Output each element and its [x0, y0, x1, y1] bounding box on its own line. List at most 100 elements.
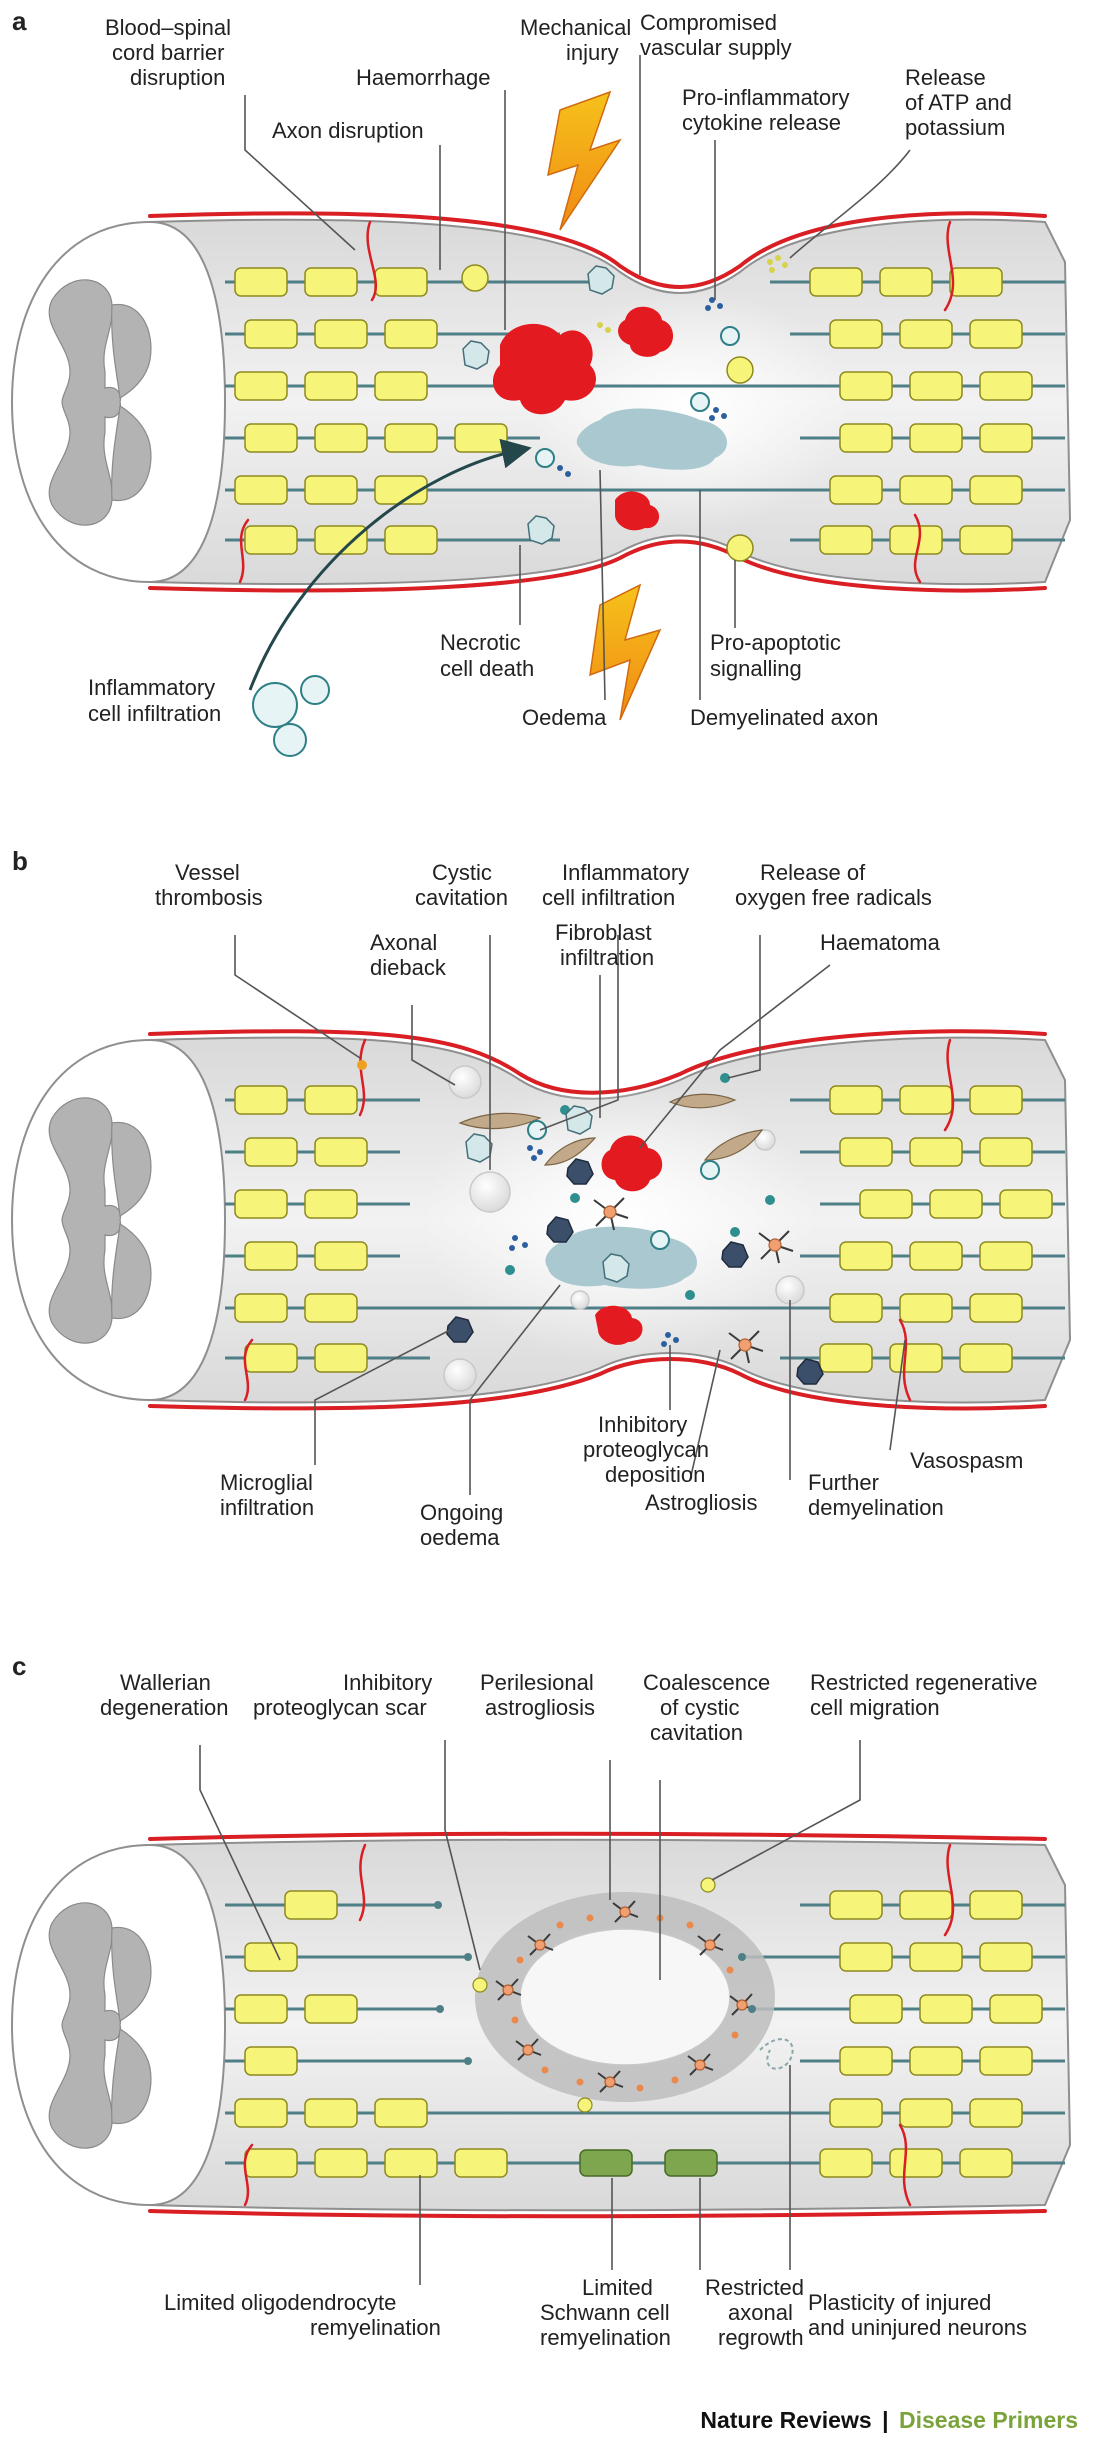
label-perilesional: Perilesional [480, 1670, 594, 1695]
label-pro-apoptotic: Pro-apoptotic [710, 630, 841, 655]
label-astrogliosis-c: astrogliosis [485, 1695, 595, 1720]
label-restricted: Restricted [705, 2275, 804, 2300]
label-axon-disruption: Axon disruption [272, 118, 424, 143]
cytokine-cell [535, 448, 555, 468]
leader-line [199, 1745, 281, 1961]
label-thrombosis: thrombosis [155, 885, 263, 910]
vessel-branch [243, 2143, 254, 2207]
label-uninjured-neurons: and uninjured neurons [808, 2315, 1027, 2340]
leader-line [411, 1005, 456, 1086]
label-inhibitory-c: Inhibitory [343, 1670, 432, 1695]
vessel-branch [898, 1318, 912, 1402]
leader-line [244, 95, 356, 251]
label-inflammatory: Inflammatory [88, 675, 215, 700]
grey-matter-dorsal-horn [111, 1926, 152, 2022]
grey-matter-ventral-horn [111, 1223, 152, 1320]
lightning-icon [547, 90, 622, 231]
cyst [469, 1171, 511, 1213]
vessel-branch [913, 513, 922, 584]
label-axonal: Axonal [370, 930, 437, 955]
label-restricted-regenerative: Restricted regenerative [810, 1670, 1037, 1695]
myelin-sheaths-left [234, 267, 508, 555]
label-of-atp: of ATP and [905, 90, 1012, 115]
panel-a: a [10, 6, 1072, 757]
label-limited-oligodendrocyte: Limited oligodendrocyte [164, 2290, 396, 2315]
inflammatory-cell [527, 1120, 547, 1140]
label-microglial-infiltration: infiltration [220, 1495, 314, 1520]
microglial-cell [446, 1316, 474, 1343]
vessel-branch [243, 1338, 254, 1402]
label-regrowth: regrowth [718, 2325, 804, 2350]
apoptotic-cell [461, 264, 489, 292]
inflammatory-cell [273, 723, 307, 757]
infiltration-arrow [248, 438, 532, 691]
vessel-branch [366, 220, 378, 302]
journal-name: Nature Reviews [700, 2407, 871, 2433]
oedema-area [576, 408, 727, 470]
leader-line [889, 1339, 906, 1451]
journal-credit: Nature Reviews | Disease Primers [700, 2407, 1078, 2433]
fibroblast [543, 1137, 597, 1166]
sprouting-axon [759, 2038, 794, 2070]
label-mechanical: Mechanical [520, 15, 631, 40]
label-proteoglycan-scar: proteoglycan scar [253, 1695, 427, 1720]
leader-line [689, 1349, 721, 1481]
label-vessel: Vessel [175, 860, 240, 885]
blood-vessel-ventral [148, 539, 1047, 593]
apoptotic-cell [726, 534, 754, 562]
label-signalling: signalling [710, 656, 802, 681]
label-necrotic: Necrotic [440, 630, 521, 655]
label-degeneration: degeneration [100, 1695, 228, 1720]
journal-series: Disease Primers [899, 2407, 1078, 2433]
label-potassium: potassium [905, 115, 1005, 140]
schwann-cell [579, 2149, 633, 2177]
apoptotic-cell [726, 356, 754, 384]
cyst [448, 1065, 482, 1099]
myelin-sheaths-left [234, 1085, 368, 1373]
astrocyte [593, 1197, 629, 1231]
oligodendrocyte [472, 1977, 488, 1993]
label-demyelination: demyelination [808, 1495, 944, 1520]
leader-line [599, 469, 606, 701]
vessel-branch [238, 518, 250, 584]
leader-line [469, 1284, 561, 1495]
blood-vessel-dorsal [148, 1831, 1047, 1841]
label-microglial: Microglial [220, 1470, 313, 1495]
lightning-icon [589, 583, 662, 721]
microglial-cell [721, 1241, 749, 1268]
label-injury: injury [566, 40, 619, 65]
microglial-cell [546, 1216, 574, 1243]
vessel-branch [943, 1843, 955, 1937]
label-cell-infiltration: cell infiltration [88, 701, 221, 726]
label-astrogliosis: Astrogliosis [645, 1490, 757, 1515]
cytokine-cell [720, 326, 740, 346]
label-of-cystic: of cystic [660, 1695, 739, 1720]
inflammatory-cell [700, 1160, 720, 1180]
label-cord-barrier: cord barrier [112, 40, 224, 65]
label-oxygen-free-radicals: oxygen free radicals [735, 885, 932, 910]
necrotic-cell [587, 265, 615, 295]
label-release: Release [905, 65, 986, 90]
inflammatory-cell [650, 1230, 670, 1250]
perilesional-astrocytes [495, 1900, 756, 2093]
blood-vessel-dorsal [148, 211, 1047, 289]
blood-vessel-ventral [148, 2209, 1047, 2219]
oligodendrocyte [700, 1877, 716, 1893]
oligodendrocyte [577, 2097, 593, 2113]
label-dieback: dieback [370, 955, 447, 980]
label-limited: Limited [582, 2275, 653, 2300]
leader-line [639, 964, 831, 1149]
grey-matter-dorsal-horn [111, 1121, 152, 1217]
label-cytokine-release: cytokine release [682, 110, 841, 135]
grey-matter-dorsal-horn [111, 303, 152, 399]
panel-c: c [10, 1651, 1072, 2350]
leader-line [539, 935, 619, 1131]
label-cell-migration: cell migration [810, 1695, 940, 1720]
blood-vessel-ventral [148, 1357, 1047, 1411]
grey-matter-ventral-horn [111, 2028, 152, 2125]
cyst [443, 1358, 477, 1392]
microglial-cell [566, 1158, 594, 1185]
vessel-branch [358, 1038, 367, 1117]
inflammatory-cell [252, 682, 298, 728]
